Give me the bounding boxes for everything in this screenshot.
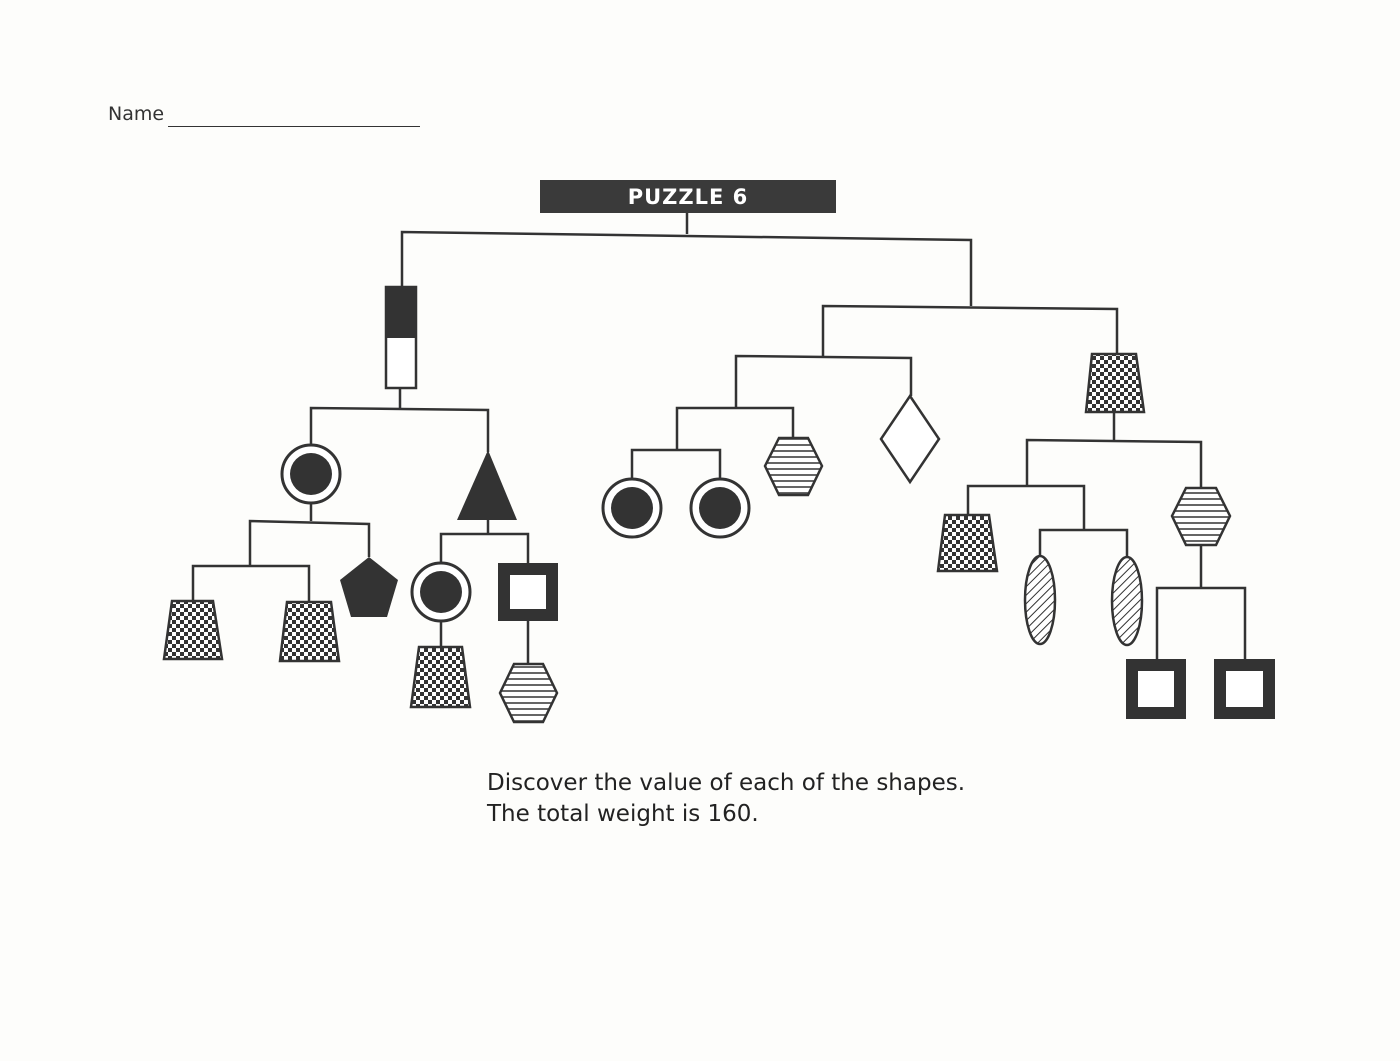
ringed-circle-shape xyxy=(280,443,342,505)
striped-hexagon-shape xyxy=(1170,486,1232,547)
instructions-line-2: The total weight is 160. xyxy=(487,801,759,827)
name-blank-line xyxy=(168,126,420,127)
filled-triangle-shape xyxy=(457,450,517,520)
instructions: Discover the value of each of the shapes… xyxy=(487,768,965,830)
ringed-circle-shape xyxy=(689,477,751,539)
hatched-ellipse-shape xyxy=(1023,554,1057,646)
hatched-ellipse-shape xyxy=(1110,555,1144,647)
connector-lines xyxy=(191,213,1247,664)
striped-hexagon-shape xyxy=(763,436,824,497)
hollow-square-shape xyxy=(498,563,558,621)
ringed-circle-shape xyxy=(410,561,472,623)
ringed-circle-shape xyxy=(601,477,663,539)
name-label: Name xyxy=(108,103,165,125)
filled-pentagon-shape xyxy=(340,557,398,617)
instructions-line-1: Discover the value of each of the shapes… xyxy=(487,770,966,796)
hollow-diamond-shape xyxy=(879,393,941,485)
checkered-trapezoid-shape xyxy=(1084,352,1146,414)
split-rectangle-shape xyxy=(384,285,418,390)
checkered-trapezoid-shape xyxy=(936,513,999,573)
hollow-square-shape xyxy=(1214,659,1275,719)
puzzle-title: PUZZLE 6 xyxy=(540,180,836,213)
checkered-trapezoid-shape xyxy=(278,600,341,663)
striped-hexagon-shape xyxy=(498,662,559,724)
checkered-trapezoid-shape xyxy=(409,645,472,709)
checkered-trapezoid-shape xyxy=(162,599,224,661)
hollow-square-shape xyxy=(1126,659,1186,719)
